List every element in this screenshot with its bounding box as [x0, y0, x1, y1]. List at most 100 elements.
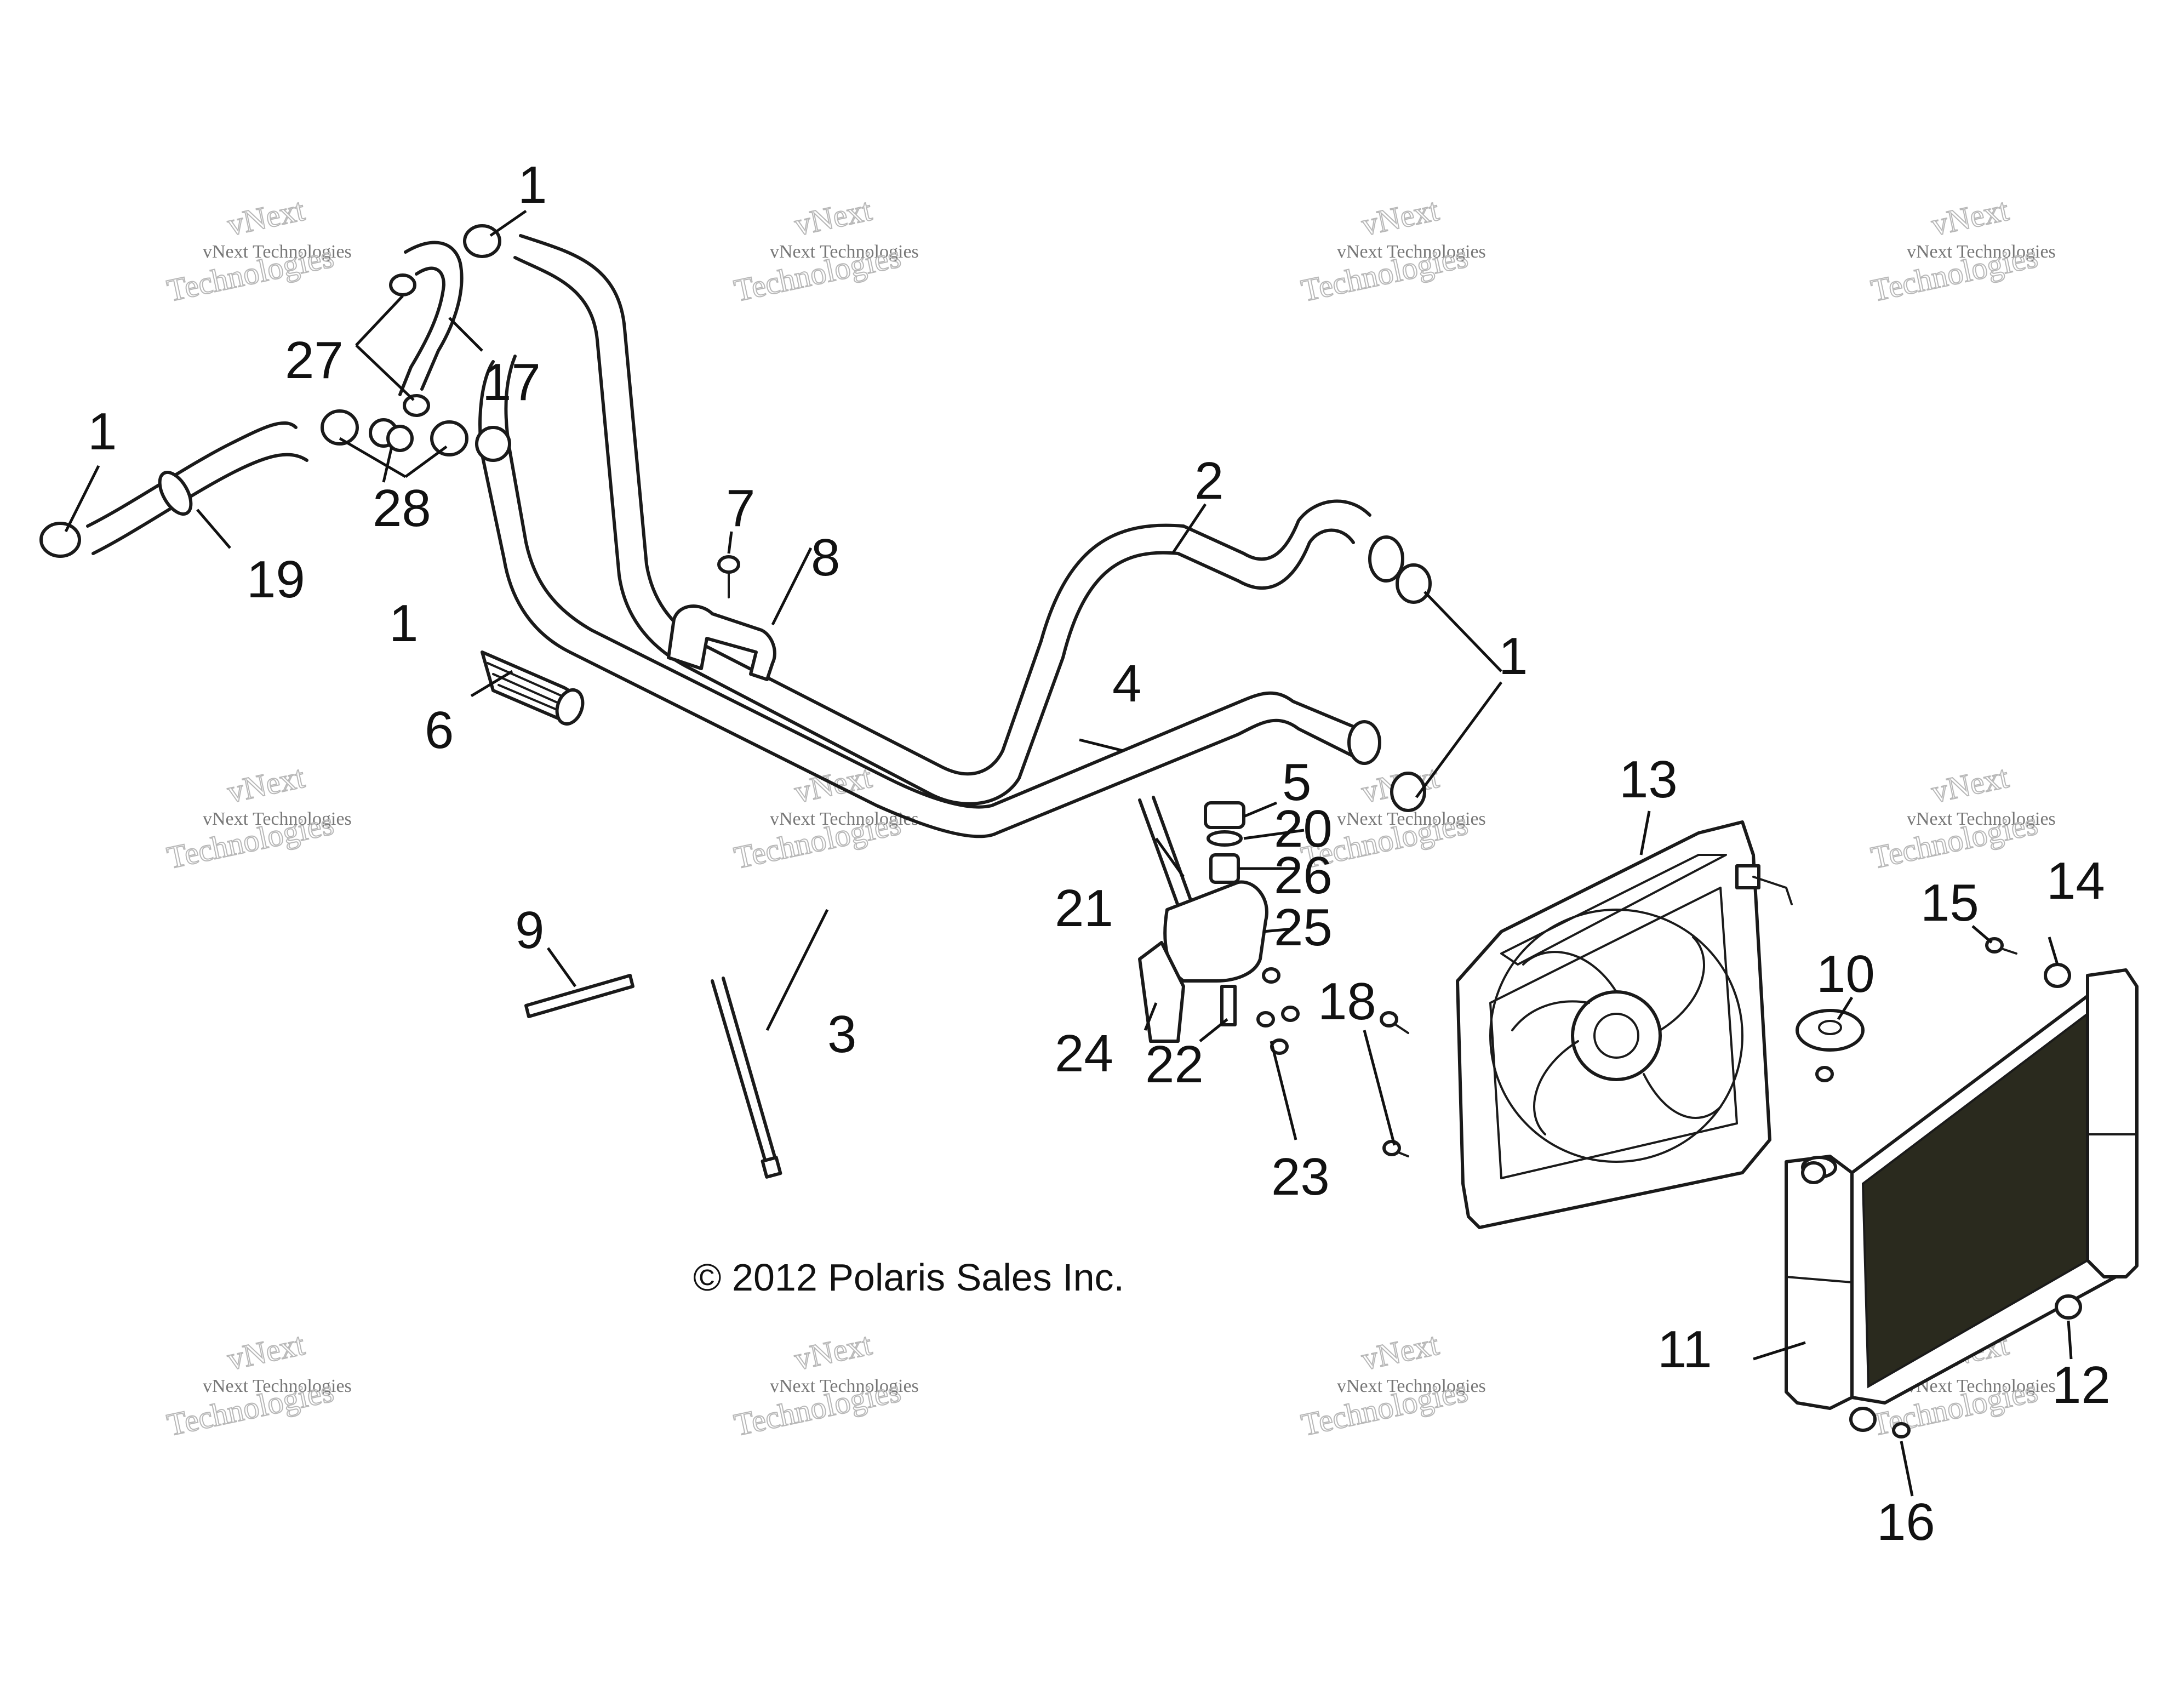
callout-6: 6	[425, 701, 454, 760]
watermark: vNext vNext Technologies Technologies	[730, 191, 919, 309]
watermark-line1: vNext	[224, 759, 307, 810]
callout-23: 23	[1271, 1148, 1330, 1206]
bracket-8	[667, 555, 776, 681]
callout-22: 22	[1145, 1035, 1204, 1094]
reservoir-body	[1163, 880, 1268, 983]
callout-21: 21	[1055, 879, 1113, 938]
watermark-line1: vNext	[791, 1326, 874, 1377]
watermark: vNext vNext Technologies Technologies	[1297, 1326, 1486, 1443]
coolant-tube-4	[478, 355, 1381, 838]
bolts-18	[1380, 1011, 1409, 1157]
strap-9	[524, 974, 634, 1018]
watermark: vNext vNext Technologies Technologies	[163, 758, 352, 876]
watermark: vNext vNext Technologies Technologies	[163, 1326, 352, 1443]
callout-11: 11	[1657, 1320, 1712, 1379]
clamp-top	[463, 224, 501, 258]
cable-tie-3	[711, 977, 782, 1179]
callout-3: 3	[827, 1005, 856, 1064]
screws-23	[1256, 967, 1300, 1055]
callout-2: 2	[1194, 452, 1224, 510]
fan-connector	[1735, 864, 1760, 889]
leader-lines	[64, 209, 2073, 1497]
watermark-line1: vNext	[791, 192, 874, 243]
watermark-line1: vNext	[1358, 192, 1442, 243]
watermark-line1: vNext	[1928, 759, 2011, 810]
grommet-14	[2044, 963, 2071, 988]
callout-16: 16	[1877, 1493, 1935, 1551]
callout-19: 19	[247, 550, 305, 609]
watermark-line1: vNext	[224, 192, 307, 243]
callout-27: 27	[285, 331, 344, 390]
callout-12: 12	[2052, 1356, 2111, 1414]
watermark: vNext vNext Technologies Technologies	[1867, 758, 2056, 876]
callout-7: 7	[726, 479, 755, 538]
coolant-tube-2	[513, 234, 1404, 806]
callout-24: 24	[1055, 1024, 1113, 1083]
watermark-line2: vNext Technologies	[1337, 809, 1486, 829]
watermark-line1: vNext	[224, 1326, 307, 1377]
grommet-12	[2055, 1294, 2082, 1320]
grommet-16	[1849, 1407, 1877, 1432]
radiator-cap-10	[1796, 1009, 1865, 1052]
reservoir-fitting	[1220, 985, 1237, 1026]
callout-1-mid: 1	[389, 594, 418, 653]
watermark-line2: vNext Technologies	[770, 242, 919, 262]
watermark-line2: vNext Technologies	[1907, 242, 2056, 262]
watermark-line1: vNext	[1358, 1326, 1442, 1377]
clamp-right-top	[1396, 563, 1432, 604]
watermark: vNext vNext Technologies Technologies	[1867, 191, 2056, 309]
callout-9: 9	[515, 901, 544, 960]
clamp-mid-a	[321, 409, 359, 446]
callout-13: 13	[1619, 750, 1678, 809]
watermarks: vNext vNext Technologies Technologies vN…	[163, 191, 2056, 1443]
watermark-line2: vNext Technologies	[1337, 242, 1486, 262]
watermark-line1: vNext	[1928, 192, 2011, 243]
watermark-line2: vNext Technologies	[770, 1376, 919, 1396]
watermark: vNext vNext Technologies Technologies	[730, 758, 919, 876]
watermark: vNext vNext Technologies Technologies	[1297, 191, 1486, 309]
sleeve-6	[481, 650, 585, 726]
watermark-line2: vNext Technologies	[203, 1376, 352, 1396]
watermark-line2: vNext Technologies	[1907, 809, 2056, 829]
callout-5: 5	[1282, 753, 1311, 812]
clamps	[39, 224, 1432, 812]
callout-numbers: 1 1 1 1 2 3 4 5 6 7 8 9 10 11 12 13 14 1…	[88, 156, 2111, 1551]
watermark: vNext vNext Technologies Technologies	[163, 191, 352, 309]
fan-ring	[1489, 909, 1743, 1163]
reservoir-neck	[1209, 853, 1240, 884]
watermark-line2: vNext Technologies	[203, 809, 352, 829]
hose-17	[398, 241, 464, 396]
hose-21	[1138, 796, 1199, 922]
callout-26: 26	[1274, 846, 1333, 905]
callout-25: 25	[1274, 898, 1333, 957]
reservoir-assembly	[1138, 801, 1268, 1043]
watermark-line2: vNext Technologies	[203, 242, 352, 262]
reservoir-cap	[1204, 801, 1245, 829]
clamp-mid-b	[430, 420, 468, 456]
callout-4: 4	[1112, 654, 1141, 713]
hose-19	[86, 421, 308, 555]
callout-17: 17	[482, 353, 541, 412]
callout-10: 10	[1816, 945, 1875, 1003]
clamp-right-bottom	[1390, 772, 1426, 812]
watermark-line2: vNext Technologies	[1337, 1376, 1486, 1396]
callout-1-right: 1	[1499, 627, 1528, 686]
watermark-line2: vNext Technologies	[1907, 1376, 2056, 1396]
callout-28: 28	[373, 479, 431, 538]
callout-20: 20	[1274, 800, 1333, 858]
callout-18: 18	[1318, 972, 1376, 1031]
radiator-left-tank	[1785, 1155, 1854, 1410]
clamp-left	[39, 522, 81, 558]
callout-8: 8	[811, 528, 840, 587]
callout-14: 14	[2046, 852, 2105, 910]
clamp-mid-c	[475, 426, 511, 462]
copyright-text: © 2012 Polaris Sales Inc.	[693, 1256, 1124, 1299]
callout-1-top: 1	[518, 156, 547, 214]
watermark: vNext vNext Technologies Technologies	[730, 1326, 919, 1443]
small-clamps	[369, 273, 430, 452]
callout-1-left: 1	[88, 402, 117, 461]
o-ring	[1207, 830, 1243, 847]
fan-hub	[1571, 990, 1662, 1081]
callout-15: 15	[1920, 874, 1979, 932]
